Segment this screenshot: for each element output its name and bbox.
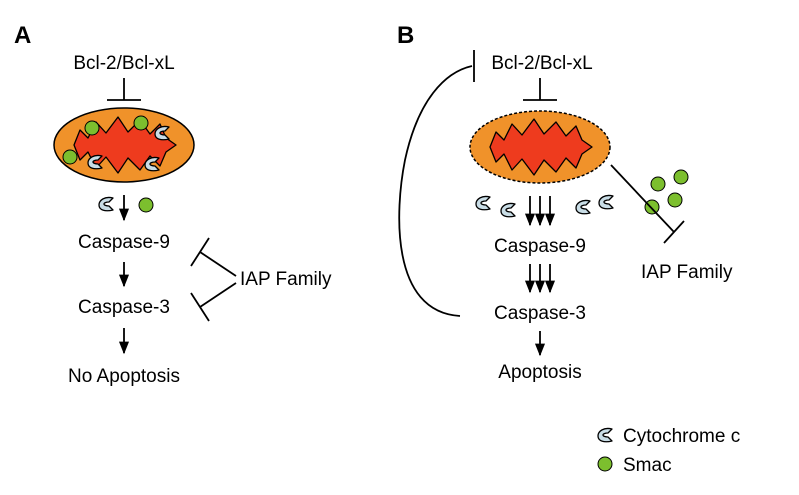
smac-dot — [133, 115, 149, 131]
cytochrome-icon — [598, 194, 614, 210]
panel-b-mitochondrion — [469, 110, 611, 184]
panel-b: B Bcl-2/Bcl-xL Caspase-9 Caspase-3 Apopt… — [397, 22, 733, 383]
cytochrome-icon — [98, 196, 114, 212]
panel-a-iap-inhibit-c3-bar — [190, 292, 210, 322]
legend: Cytochrome c Smac — [597, 426, 740, 476]
smac-dot — [62, 149, 78, 165]
panel-a-caspase3-label: Caspase-3 — [78, 297, 170, 318]
panel-a-iap-label: IAP Family — [240, 269, 332, 290]
panel-b-smac-inhibit-line — [610, 164, 675, 233]
panel-b-caspase9-label: Caspase-9 — [494, 236, 586, 257]
panel-a-outcome-label: No Apoptosis — [68, 366, 180, 387]
smac-dot — [667, 192, 683, 208]
panel-a-iap-inhibit-c9-bar — [190, 237, 210, 267]
panel-b-iap-label: IAP Family — [641, 262, 733, 283]
panel-a-bcl-label: Bcl-2/Bcl-xL — [73, 53, 174, 74]
legend-smac-label: Smac — [623, 455, 672, 476]
legend-cytochrome-label: Cytochrome c — [623, 426, 740, 447]
panel-b-letter: B — [397, 22, 414, 49]
smac-dot — [650, 176, 666, 192]
smac-dot — [138, 197, 154, 213]
smac-dot — [644, 199, 660, 215]
cytochrome-icon — [475, 195, 491, 211]
panel-b-bcl-label: Bcl-2/Bcl-xL — [491, 53, 592, 74]
panel-a-iap-inhibit-c3-line — [199, 282, 237, 308]
panel-b-caspase3-label: Caspase-3 — [494, 303, 586, 324]
panel-a-caspase9-label: Caspase-9 — [78, 232, 170, 253]
smac-legend-icon — [597, 456, 613, 472]
panel-a-mitochondrion — [53, 107, 195, 183]
cytochrome-icon — [597, 427, 613, 443]
panel-a-mito-contents — [62, 115, 170, 172]
smac-dot — [673, 169, 689, 185]
panel-a: A Bcl-2/Bcl-xL Caspase-9 Caspase-3 No Ap… — [14, 22, 332, 387]
panel-b-outcome-label: Apoptosis — [498, 362, 581, 383]
cytochrome-icon — [500, 202, 516, 218]
panel-a-letter: A — [14, 22, 31, 49]
panel-b-smac-inhibit-bar — [663, 220, 685, 244]
smac-dot — [84, 120, 100, 136]
cytochrome-icon — [575, 199, 591, 215]
panel-b-feedback-loop — [398, 65, 473, 317]
panel-a-iap-inhibit-c9-line — [199, 251, 237, 277]
